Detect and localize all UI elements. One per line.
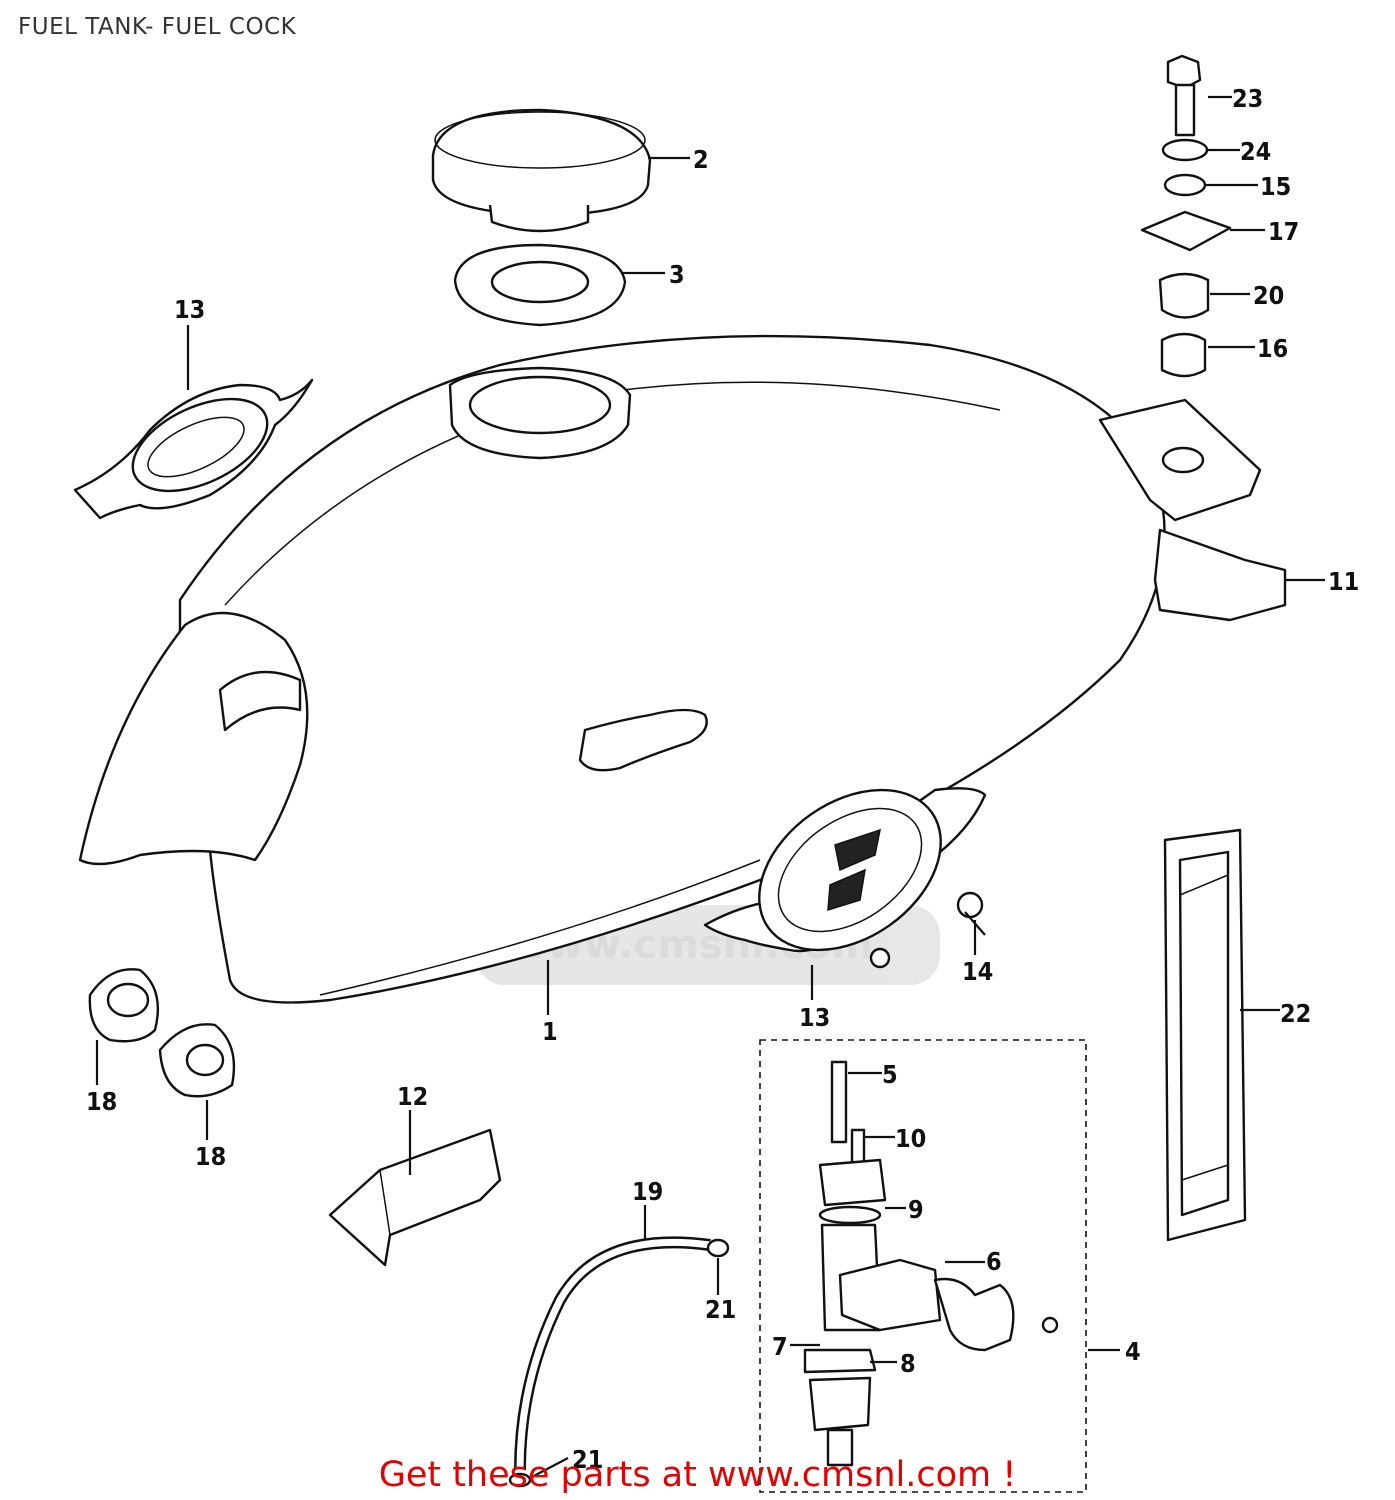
fuel-cap-part-2 xyxy=(431,108,652,233)
fuel-cock-assembly-box xyxy=(759,1039,1087,1493)
callout-2: 2 xyxy=(693,145,709,174)
callout-18-right: 18 xyxy=(195,1142,226,1171)
callout-21-bottom: 21 xyxy=(572,1445,603,1474)
callout-6: 6 xyxy=(986,1247,1002,1276)
callout-21-top: 21 xyxy=(705,1295,736,1324)
callout-13-left: 13 xyxy=(174,295,205,324)
leader-lines xyxy=(95,95,1325,1479)
callout-1: 1 xyxy=(542,1017,558,1046)
callout-13-center: 13 xyxy=(799,1003,830,1032)
callout-3: 3 xyxy=(669,260,685,289)
callout-9: 9 xyxy=(908,1195,924,1224)
emblem-part-13-center xyxy=(703,787,987,953)
callout-7: 7 xyxy=(772,1332,788,1361)
strap-part-22 xyxy=(1163,828,1247,1242)
callout-18-left: 18 xyxy=(86,1087,117,1116)
footer-link-text[interactable]: Get these parts at www.cmsnl.com ! xyxy=(378,1455,1017,1495)
screw-part-14 xyxy=(869,891,986,969)
callout-8: 8 xyxy=(900,1349,916,1378)
callout-10: 10 xyxy=(895,1124,926,1153)
mount-parts-right xyxy=(1140,54,1232,378)
pad-part-12 xyxy=(328,1128,502,1267)
callout-20: 20 xyxy=(1253,281,1284,310)
fuel-cock-parts xyxy=(803,1060,1059,1467)
gasket-part-3 xyxy=(453,243,627,327)
callout-5: 5 xyxy=(882,1060,898,1089)
callout-16: 16 xyxy=(1257,334,1288,363)
callout-4: 4 xyxy=(1125,1337,1141,1366)
fuel-tank-part-1 xyxy=(78,334,1287,1004)
page-title: FUEL TANK- FUEL COCK xyxy=(18,14,297,40)
callout-22: 22 xyxy=(1280,999,1311,1028)
callout-labels: 2 3 1 23 24 15 17 20 16 11 13 13 14 18 1… xyxy=(86,84,1359,1474)
callout-23: 23 xyxy=(1232,84,1263,113)
emblem-part-13-left xyxy=(73,378,314,520)
callout-24: 24 xyxy=(1240,137,1271,166)
callout-12: 12 xyxy=(397,1082,428,1111)
bushing-part-18 xyxy=(88,968,236,1098)
callout-17: 17 xyxy=(1268,217,1299,246)
callout-15: 15 xyxy=(1260,172,1291,201)
callout-19: 19 xyxy=(632,1177,663,1206)
callout-14: 14 xyxy=(962,957,993,986)
callout-11: 11 xyxy=(1328,567,1359,596)
hose-part-19 xyxy=(508,1236,730,1488)
